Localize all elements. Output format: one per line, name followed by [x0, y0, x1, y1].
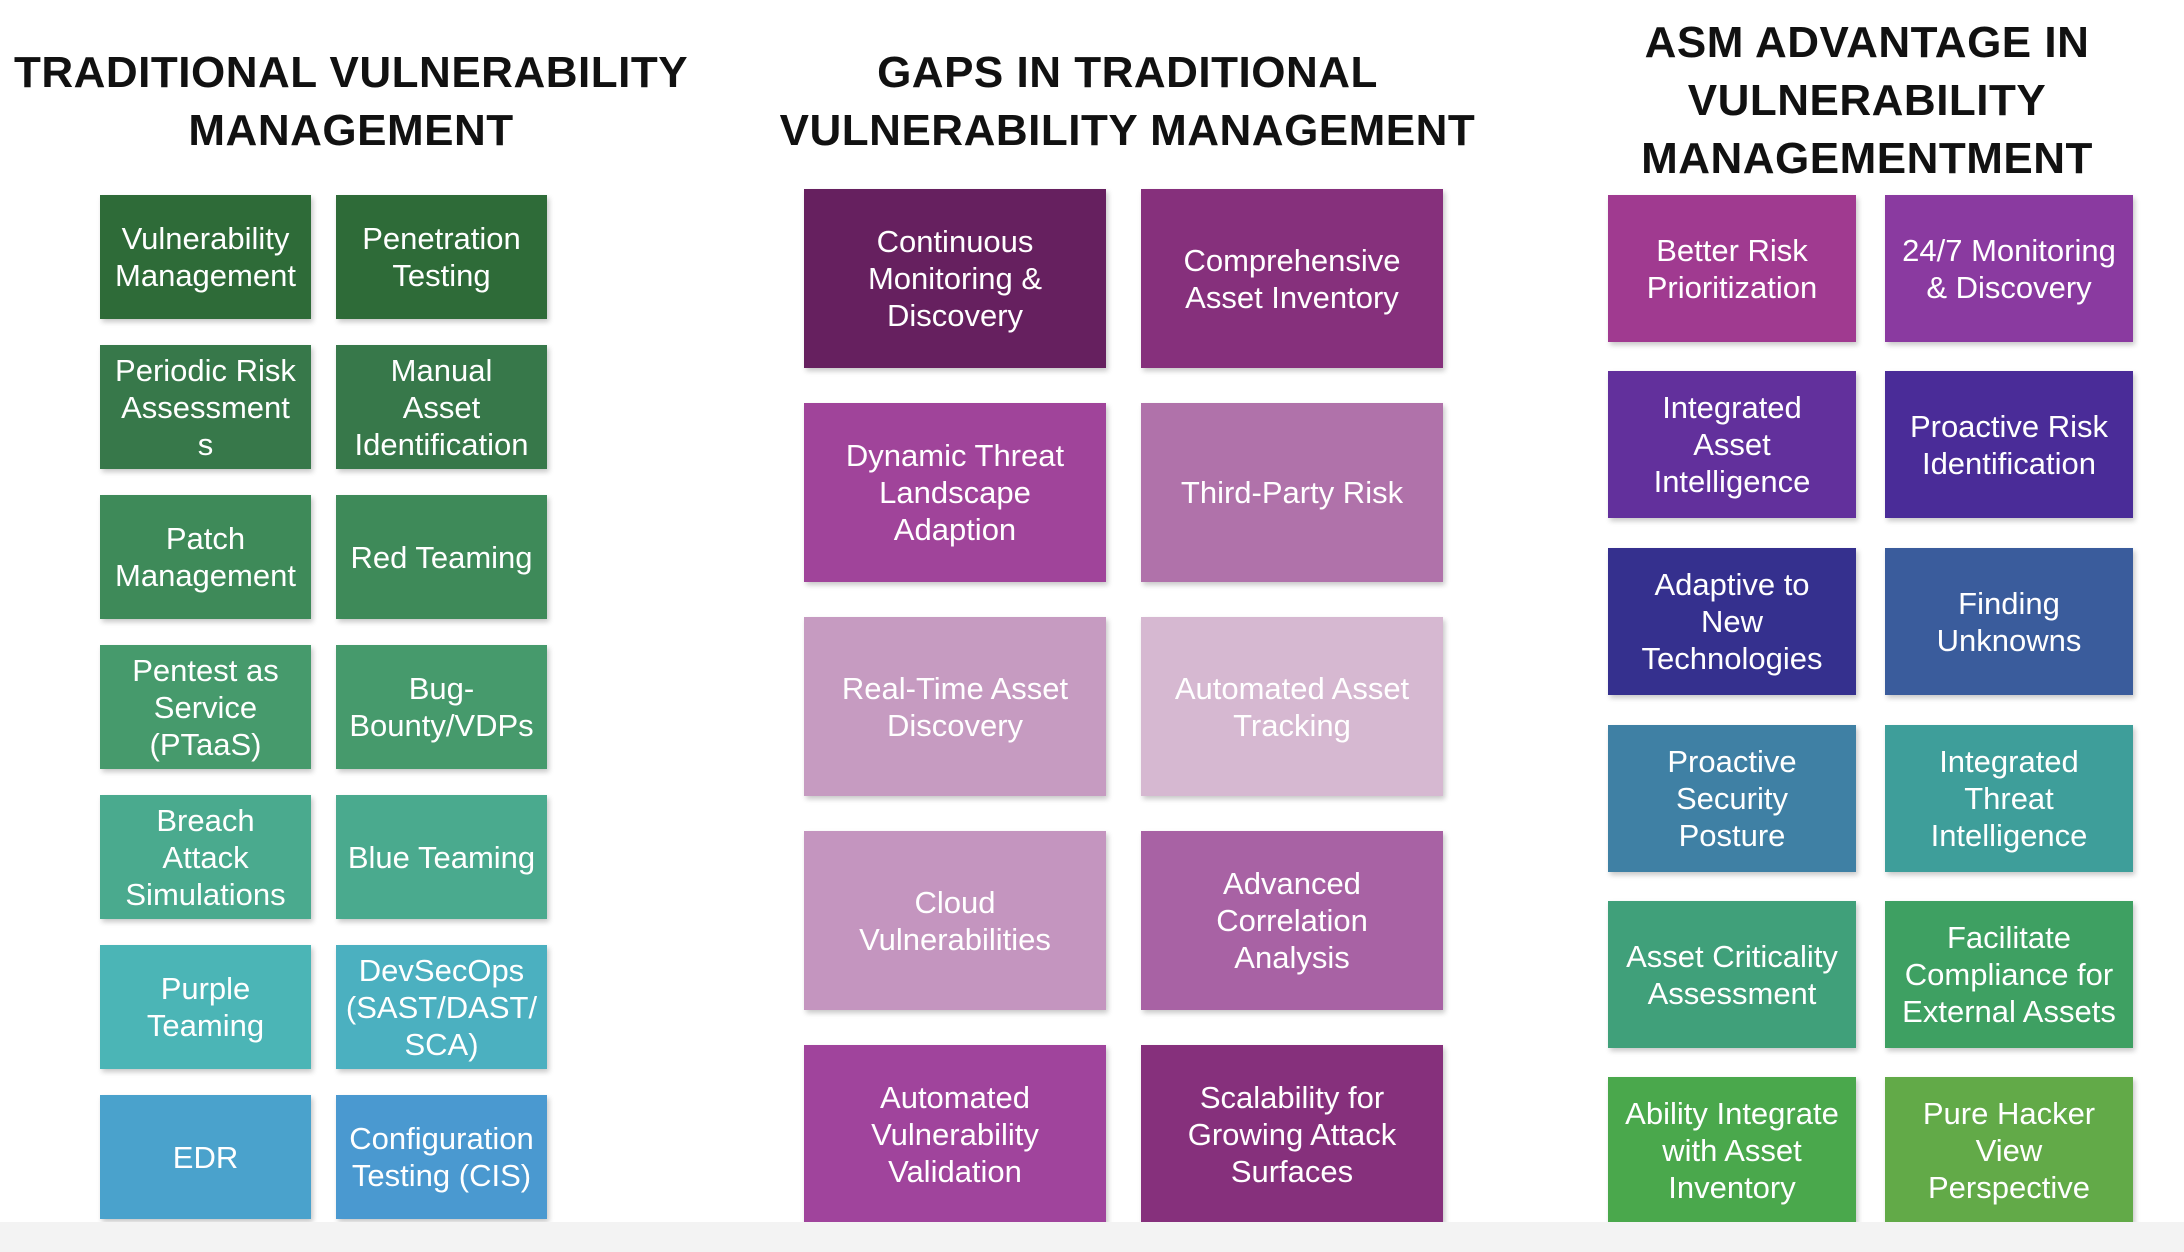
tile-third-party-risk: Third-Party Risk [1141, 403, 1443, 582]
tile-red-teaming: Red Teaming [336, 495, 547, 619]
tile-adaptive-new-technologies: Adaptive to New Technologies [1608, 548, 1856, 695]
tile-advanced-correlation-analysis: Advanced Correlation Analysis [1141, 831, 1443, 1010]
tile-manual-asset-identification: Manual Asset Identification [336, 345, 547, 469]
tile-automated-vulnerability-validation: Automated Vulnerability Validation [804, 1045, 1106, 1224]
tile-devsecops: DevSecOps (SAST/DAST/ SCA) [336, 945, 547, 1069]
tile-automated-asset-tracking: Automated Asset Tracking [1141, 617, 1443, 796]
tile-proactive-security-posture: Proactive Security Posture [1608, 725, 1856, 872]
tile-ability-integrate-asset-inventory: Ability Integrate with Asset Inventory [1608, 1077, 1856, 1224]
tile-patch-management: Patch Management [100, 495, 311, 619]
tile-better-risk-prioritization: Better Risk Prioritization [1608, 195, 1856, 342]
tile-integrated-asset-intelligence: Integrated Asset Intelligence [1608, 371, 1856, 518]
tile-bug-bounty-vdps: Bug- Bounty/VDPs [336, 645, 547, 769]
tile-edr: EDR [100, 1095, 311, 1219]
tile-purple-teaming: Purple Teaming [100, 945, 311, 1069]
tile-continuous-monitoring: Continuous Monitoring & Discovery [804, 189, 1106, 368]
tile-vulnerability-management: Vulnerability Management [100, 195, 311, 319]
tile-asset-criticality-assessment: Asset Criticality Assessment [1608, 901, 1856, 1048]
gaps-title: GAPS IN TRADITIONAL VULNERABILITY MANAGE… [779, 48, 1476, 155]
tile-breach-attack-simulations: Breach Attack Simulations [100, 795, 311, 919]
traditional-vm-title: TRADITIONAL VULNERABILITY MANAGEMENT [13, 48, 689, 155]
tile-proactive-risk-identification: Proactive Risk Identification [1885, 371, 2133, 518]
tile-periodic-risk-assessments: Periodic Risk Assessment s [100, 345, 311, 469]
tile-facilitate-compliance: Facilitate Compliance for External Asset… [1885, 901, 2133, 1048]
tile-integrated-threat-intelligence: Integrated Threat Intelligence [1885, 725, 2133, 872]
tile-blue-teaming: Blue Teaming [336, 795, 547, 919]
tile-real-time-asset-discovery: Real-Time Asset Discovery [804, 617, 1106, 796]
tile-configuration-testing: Configuration Testing (CIS) [336, 1095, 547, 1219]
tile-pentest-as-service: Pentest as Service (PTaaS) [100, 645, 311, 769]
bottom-strip [0, 1222, 2184, 1252]
tile-scalability-attack-surfaces: Scalability for Growing Attack Surfaces [1141, 1045, 1443, 1224]
tile-pure-hacker-view: Pure Hacker View Perspective [1885, 1077, 2133, 1224]
tile-penetration-testing: Penetration Testing [336, 195, 547, 319]
tile-cloud-vulnerabilities: Cloud Vulnerabilities [804, 831, 1106, 1010]
tile-finding-unknowns: Finding Unknowns [1885, 548, 2133, 695]
tile-dynamic-threat-landscape: Dynamic Threat Landscape Adaption [804, 403, 1106, 582]
tile-247-monitoring-discovery: 24/7 Monitoring & Discovery [1885, 195, 2133, 342]
tile-comprehensive-asset-inventory: Comprehensive Asset Inventory [1141, 189, 1443, 368]
asm-advantage-title: ASM ADVANTAGE IN VULNERABILITY MANAGEMEN… [1641, 18, 2093, 183]
